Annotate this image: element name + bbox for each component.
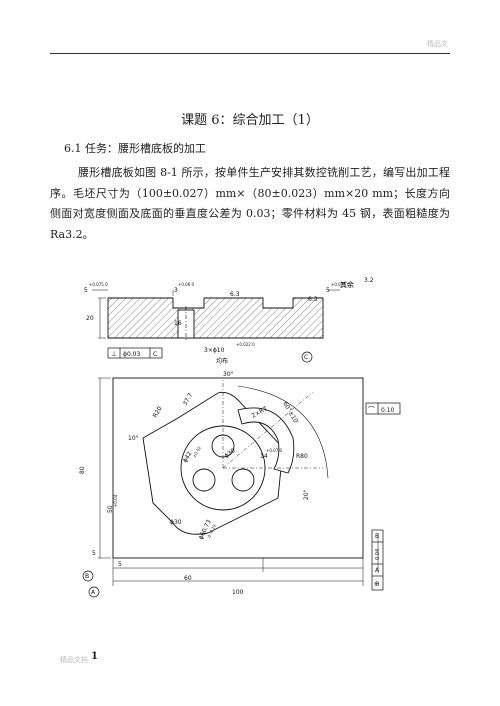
datum-b: B <box>85 573 89 580</box>
dim-60: 60 <box>184 575 192 582</box>
dim-5-bottom: 5 <box>118 561 122 568</box>
profile-frame <box>365 402 401 415</box>
profile-value: 0.10 <box>381 407 395 414</box>
dim-100: 100 <box>232 589 244 596</box>
dim-3: 3 <box>174 287 178 294</box>
plan-view <box>98 377 379 586</box>
rest-value: 3.2 <box>364 277 374 284</box>
arc-r80 <box>237 385 329 479</box>
roughness-1: 6.3 <box>230 291 240 298</box>
angle-10: 10° <box>128 435 139 442</box>
dim-5b: 5 <box>326 287 330 294</box>
hole-2 <box>192 468 216 492</box>
pos-value: 0.04 <box>375 549 381 560</box>
datum-c-circle <box>301 351 313 363</box>
dim-r80: R80 <box>296 453 308 460</box>
perp-symbol: ⊥ <box>111 350 117 358</box>
dim-r20: R20 <box>152 405 164 419</box>
dim-phi30b: ϕ30 <box>170 519 182 526</box>
dim-16: 16 <box>174 320 182 327</box>
footer-label: 精品文档 <box>60 656 88 664</box>
holes-tol: +0.022 0 <box>236 342 255 347</box>
dim-14-tol: +0.07 0 <box>266 448 283 453</box>
dim-phi42-tol: ±0.02 <box>192 445 203 459</box>
dim-20: 20 <box>86 315 94 322</box>
position-frame <box>371 529 384 591</box>
dim-80: 80 <box>79 466 86 474</box>
datum-a: A <box>91 589 96 596</box>
roughness-2: 6.3 <box>308 296 318 303</box>
technical-drawing: 5 +0.075 0 3 +0.06 0 5 +0.075 0 20 16 6.… <box>78 268 408 598</box>
profile-symbol: ⌒ <box>368 406 375 414</box>
angle-30: 30° <box>223 371 234 378</box>
dim-50: 50 <box>107 505 114 513</box>
pos-ref-a: A <box>375 567 380 574</box>
pos-symbol: ⊕ <box>374 580 380 588</box>
header-tag: 精品文 <box>427 40 448 48</box>
dim-14: 14 <box>260 453 268 460</box>
dim-37: 37.7 <box>182 392 195 407</box>
dim-5a: 5 <box>84 287 88 294</box>
kidney-slot <box>237 407 295 474</box>
datum-b-circle <box>82 570 94 582</box>
hole-3 <box>231 468 255 492</box>
dim-5a-tol: +0.075 0 <box>89 282 108 287</box>
datum-a-circle <box>88 586 100 598</box>
page-title: 课题 6：综合加工（1） <box>181 113 319 128</box>
footer-page-number: 1 <box>91 651 98 662</box>
dim-phi42: ϕ42 <box>182 450 194 464</box>
dim-5b-tol: +0.075 0 <box>331 282 350 287</box>
header-rule <box>50 53 450 54</box>
dim-phi60-tol: 0 -0.19 <box>206 523 217 538</box>
even-label: 均布 <box>216 357 228 365</box>
perp-frame <box>107 347 163 359</box>
pos-ref-b: B <box>375 533 379 540</box>
rest-label: 其余 <box>340 280 354 289</box>
subheading: 6.1 任务：腰形槽底板的加工 <box>64 142 206 155</box>
holes-label: 3×ϕ10 <box>204 347 225 354</box>
body-paragraph: 腰形槽底板如图 8-1 所示，按单件生产安排其数控铣削工艺，编写出加工程序。毛坯… <box>50 166 450 241</box>
section-body <box>107 297 324 339</box>
dim-5-left: 5 <box>92 550 96 557</box>
plan-outline <box>112 377 364 559</box>
angle-20: 20° <box>303 489 310 500</box>
perp-ref: C <box>153 351 157 358</box>
section-view <box>92 289 340 342</box>
dim-3-tol: +0.06 0 <box>178 282 195 287</box>
datum-c: C <box>304 354 308 361</box>
dim-50-tol: +0.04 <box>113 494 118 507</box>
pocket-boundary <box>142 391 284 535</box>
perp-value: ϕ0.03 <box>123 351 141 358</box>
